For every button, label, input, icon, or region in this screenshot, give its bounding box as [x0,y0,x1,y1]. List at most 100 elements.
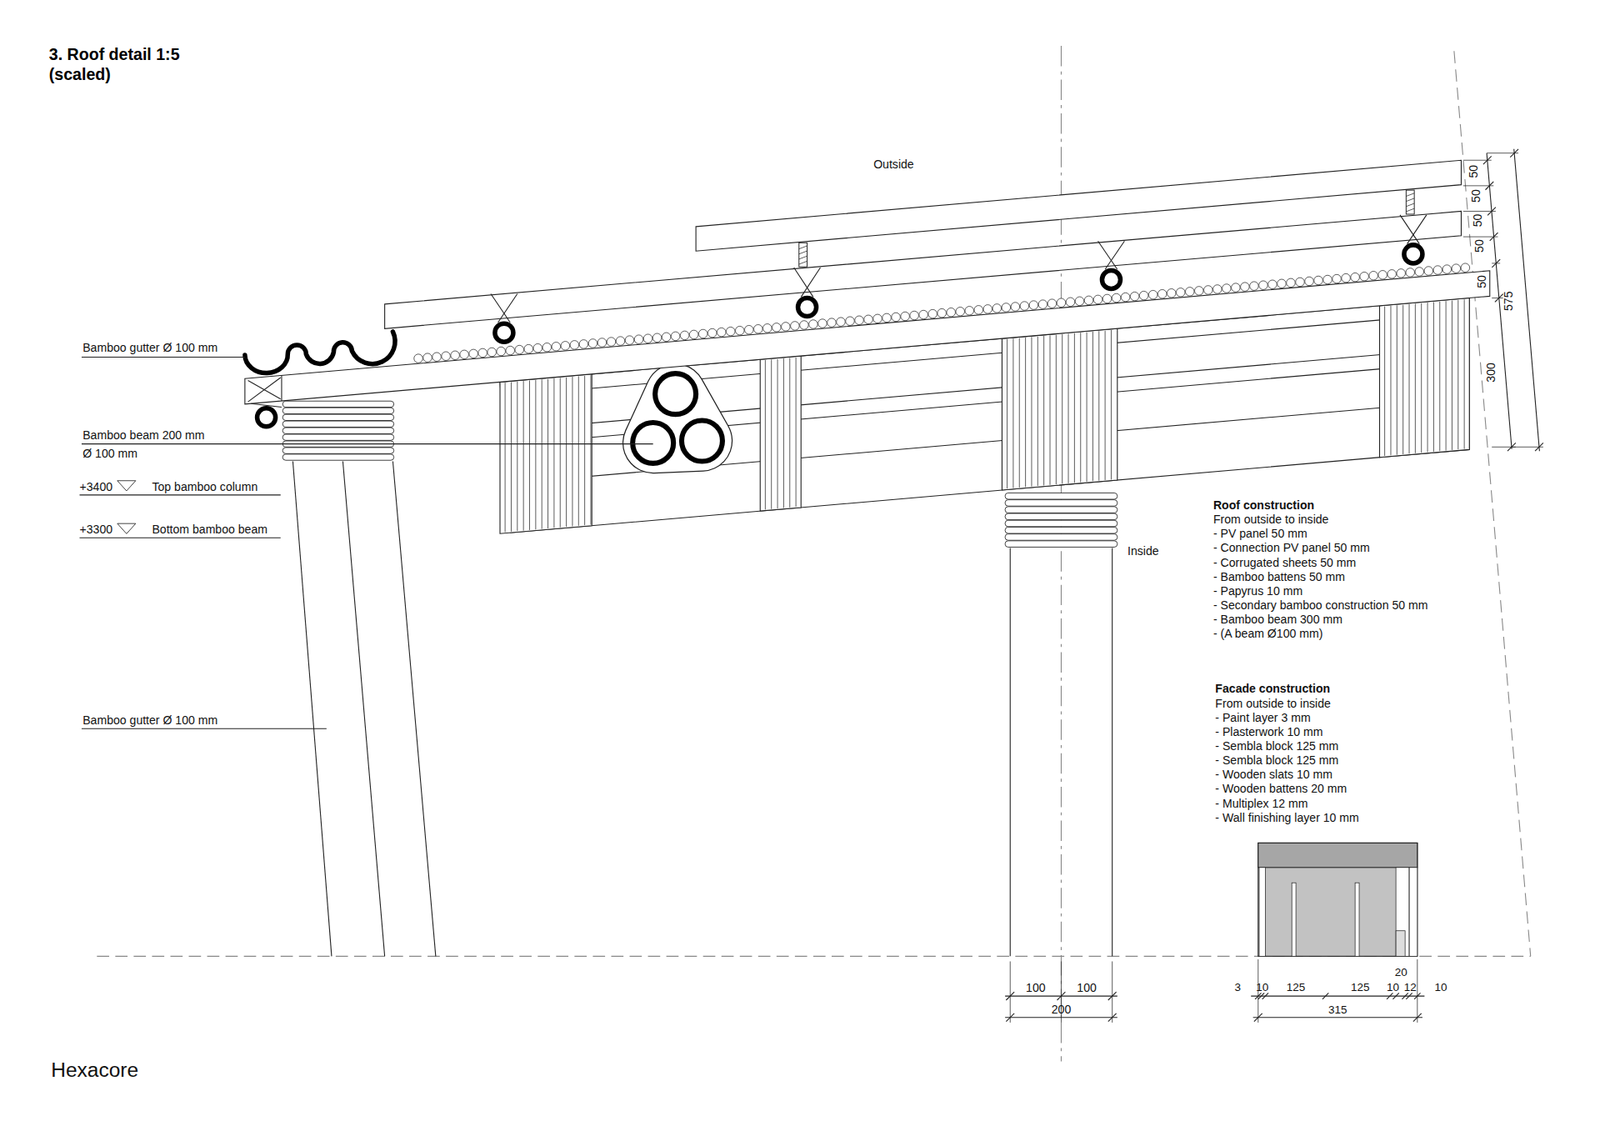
level-marker [117,480,136,491]
column-lashing [1005,520,1118,527]
dimension-tick [1490,232,1499,241]
connection-post [1405,190,1415,215]
papyrus-reed [1065,297,1075,307]
papyrus-reed [882,313,892,323]
papyrus-reed [1231,283,1241,293]
column-lashing [1005,500,1118,507]
post-hatch [1405,203,1415,207]
bundle-stripe [1110,330,1112,480]
annotation-text: - Wall finishing layer 10 mm [1215,810,1359,825]
papyrus-reed [1277,279,1287,289]
papyrus-reed [800,320,810,330]
dimension-line [1250,995,1425,997]
dimension-tick [1005,1013,1015,1022]
extension-line [1463,236,1499,238]
papyrus-reed [1250,281,1260,291]
facade-wall [1258,842,1418,956]
papyrus-reed [707,328,717,338]
annotation-text: - (A beam Ø100 mm) [1213,626,1323,641]
leader-line [80,494,281,495]
papyrus-reed [643,334,653,344]
bundle-stripe [1055,335,1057,485]
papyrus-reed [1259,280,1269,290]
bundle-stripe [1043,335,1045,485]
bundle-stripe [1068,333,1070,483]
dimension-tick [1108,1013,1117,1022]
annotation-text: Bamboo gutter Ø 100 mm [82,713,218,728]
bundle-stripe [1384,306,1385,456]
papyrus-reed [560,341,570,351]
papyrus-reed [1460,263,1470,273]
papyrus-reed [1350,272,1360,282]
column-lashing [1005,492,1118,500]
annotation-text: - Connection PV panel 50 mm [1213,540,1370,555]
papyrus-reed [606,337,616,347]
bundle-stripe [1439,301,1440,451]
leader-line [80,537,281,539]
bamboo-bundle [760,355,801,511]
facade-slat [1355,882,1360,956]
papyrus-reed [900,311,910,321]
papyrus-reed [1001,303,1011,313]
papyrus-reed [873,314,883,324]
annotation-text: - Bamboo battens 50 mm [1213,569,1345,584]
papyrus-reed [1286,278,1296,288]
bundle-stripe [529,380,530,530]
annotation-text: - Papyrus 10 mm [1213,583,1303,598]
dimension-value: 200 [1051,1001,1071,1016]
column-line [392,460,435,956]
column-lashing [282,400,394,407]
papyrus-reed [1415,267,1425,277]
papyrus-reed [1130,291,1140,301]
bundle-stripe [535,380,536,530]
dimension-value: 100 [1025,980,1045,995]
bundle-stripe [1092,331,1094,481]
column-lashing [282,454,394,460]
papyrus-reed [1093,295,1103,305]
papyrus-reed [588,339,598,349]
papyrus-reed [1341,273,1351,283]
papyrus-reed [1204,285,1214,295]
dimension-tick [1413,1013,1422,1022]
papyrus-reed [1305,276,1315,286]
papyrus-reed [625,335,635,345]
bundle-stripe [1080,332,1081,482]
papyrus-reed [1010,302,1020,312]
dimension-value: 50 [1470,214,1485,228]
papyrus-reed [533,343,543,353]
dimension-line [1514,149,1540,451]
dimension-tick [1405,992,1412,999]
papyrus-reed [597,338,607,348]
annotation-text: - Wooden slats 10 mm [1215,767,1333,782]
annotation-text: Bottom bamboo beam [151,522,268,537]
dimension-tick [1322,992,1329,999]
bundle-stripe [1037,336,1039,486]
bamboo-batten [1404,245,1423,264]
dimension-tick [1495,294,1504,303]
papyrus-reed [1195,286,1205,296]
bamboo-batten [798,298,817,317]
papyrus-reed [1185,287,1195,297]
bundle-stripe [1409,304,1410,454]
batten-tie [498,293,518,322]
facade-slat [1291,882,1296,956]
papyrus-reed [469,349,479,359]
papyrus-reed [716,327,726,337]
bundle-stripe [510,381,512,531]
papyrus-reed [542,342,552,352]
papyrus-reed [1120,292,1130,302]
papyrus-reed [781,322,791,332]
annotation-text: Bamboo gutter Ø 100 mm [82,340,218,355]
papyrus-reed [615,336,625,346]
facade-plaster [1258,842,1418,867]
papyrus-reed [946,307,956,317]
papyrus-reed [1075,296,1085,306]
annotation-text: - Wooden battens 20 mm [1215,781,1347,796]
papyrus-reed [524,344,534,354]
papyrus-reed [670,331,680,341]
papyrus-reed [698,329,708,339]
column-lashing [282,434,394,440]
level-marker [117,523,136,534]
papyrus-reed [1295,277,1305,287]
